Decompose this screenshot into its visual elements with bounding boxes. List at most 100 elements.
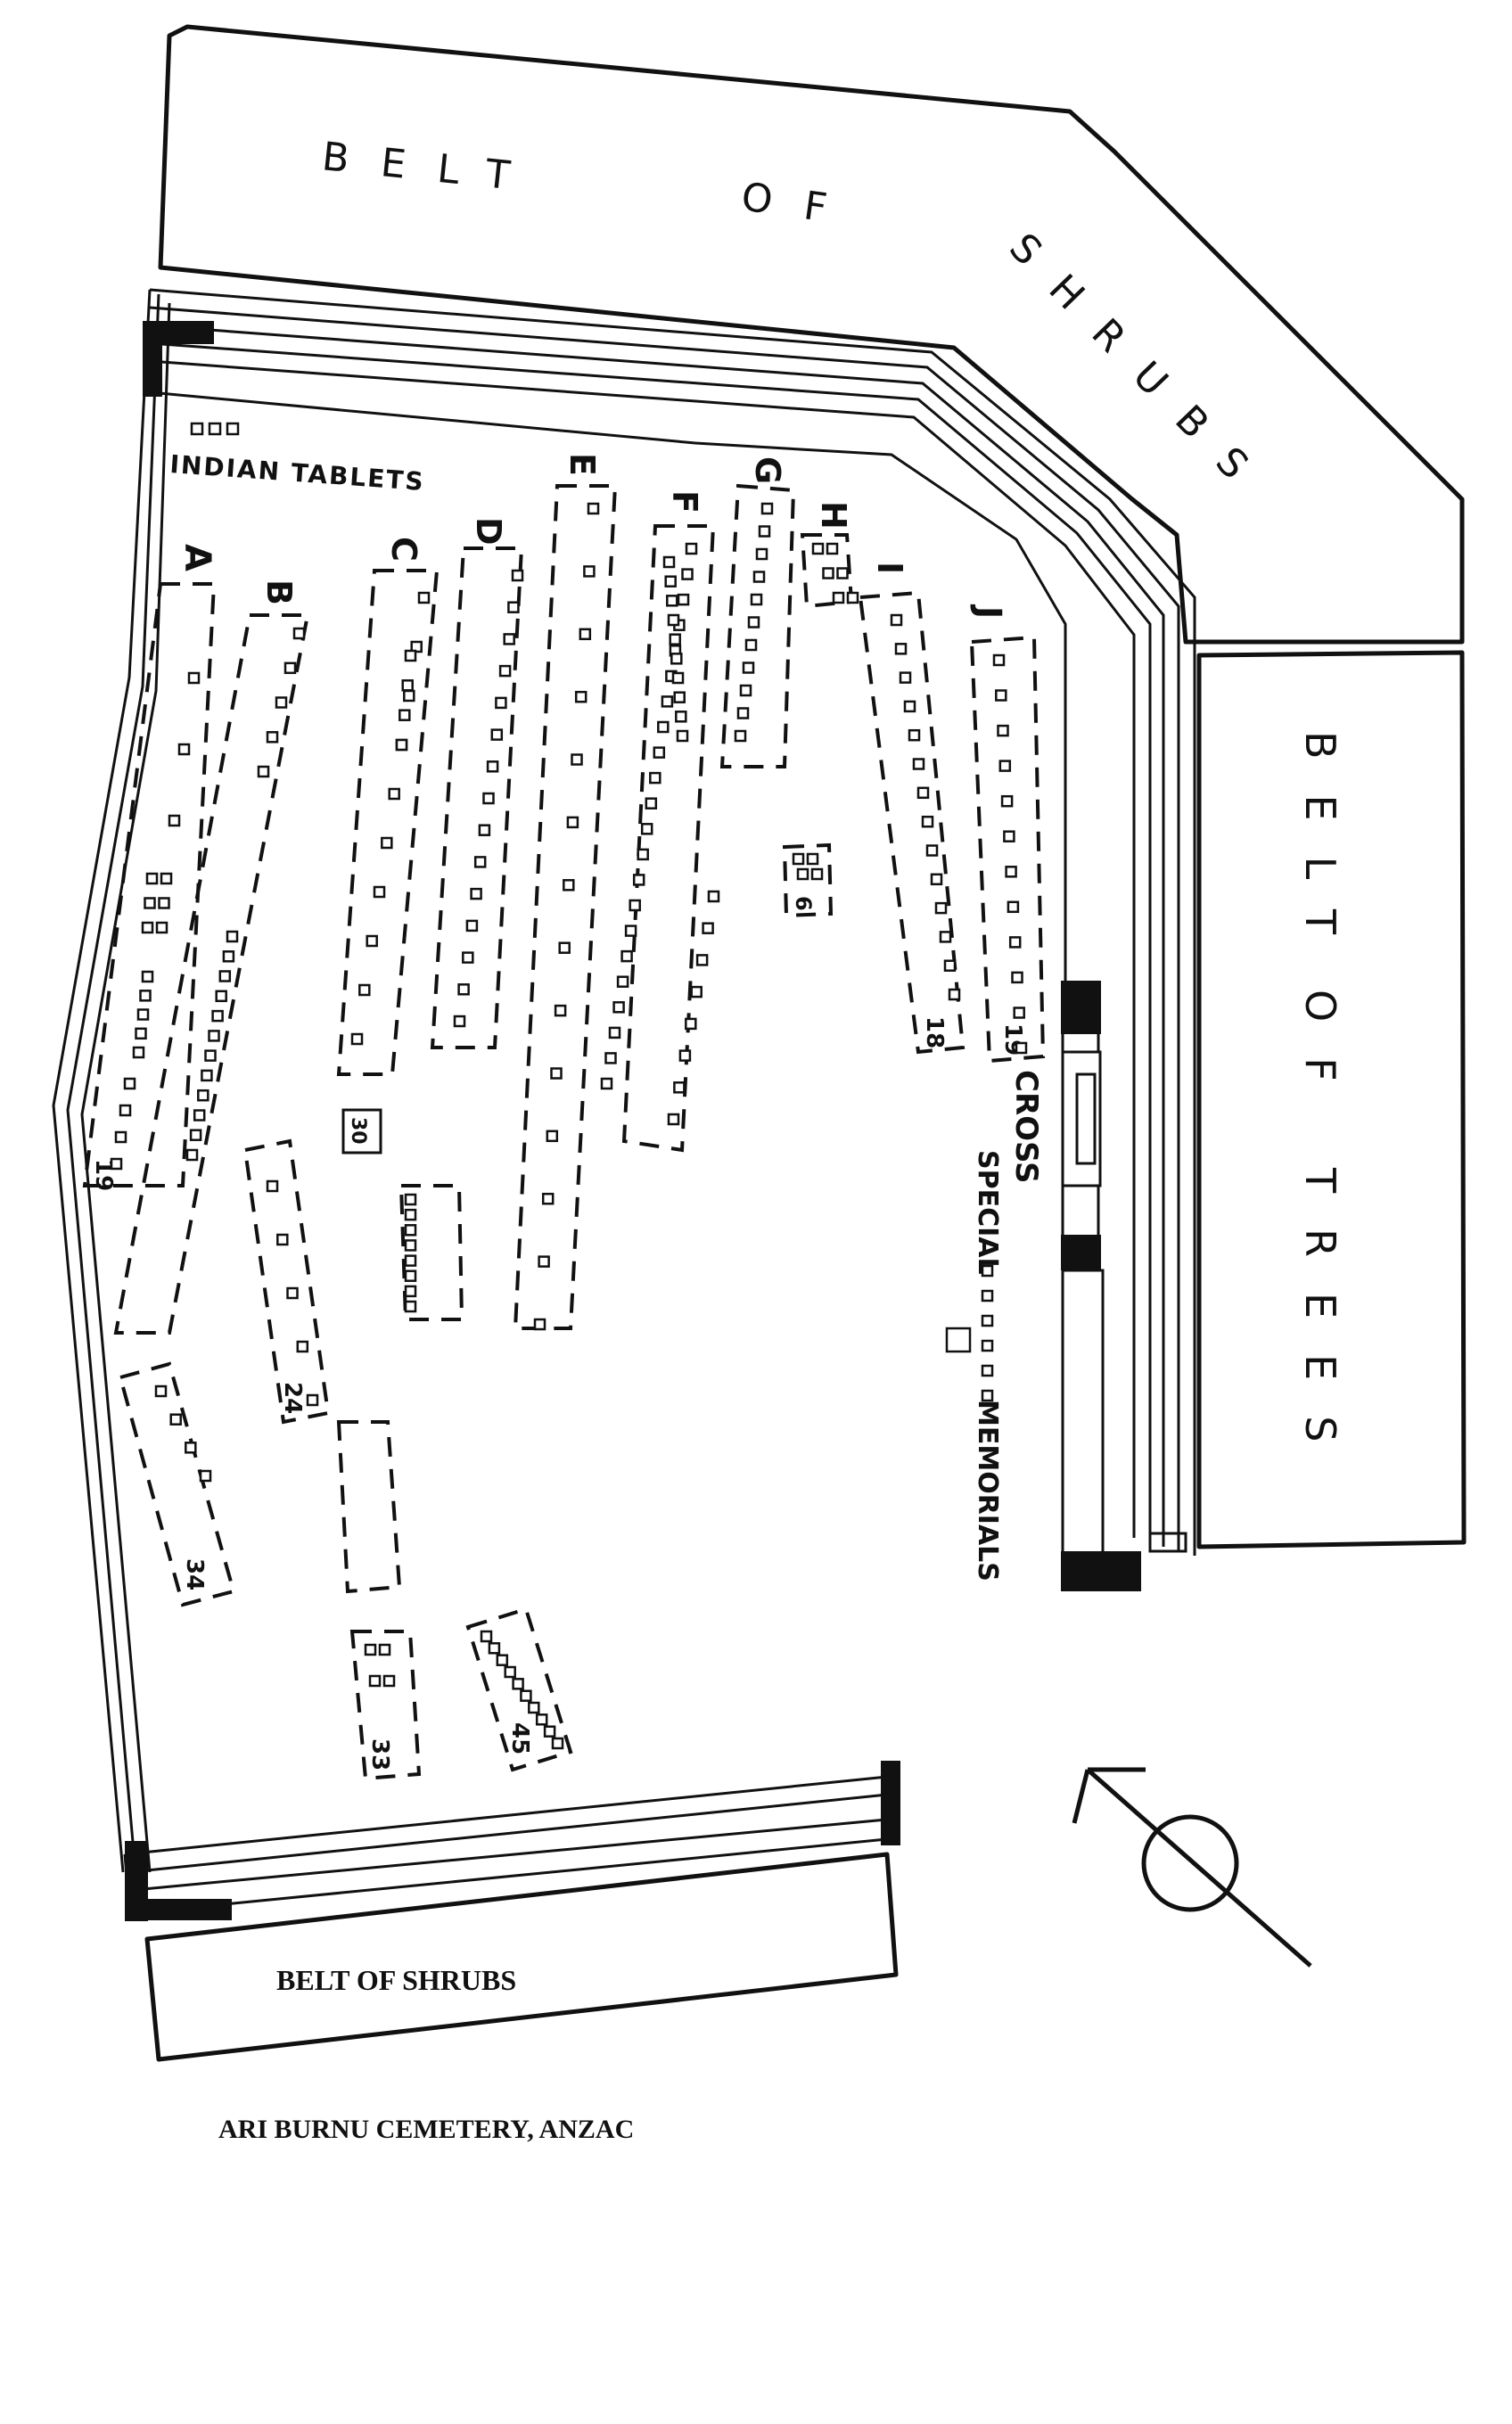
grave-row-c: C: [336, 537, 440, 1076]
headstone: [208, 1030, 220, 1042]
headstone: [498, 664, 512, 678]
headstone: [695, 954, 709, 966]
row-j-letter: J: [969, 604, 1008, 619]
headstone: [1011, 971, 1023, 984]
headstone: [135, 1027, 147, 1040]
headstone: [760, 502, 774, 515]
cross-label: CROSS: [1008, 1070, 1044, 1183]
headstone: [600, 1077, 613, 1090]
headstone: [1003, 830, 1015, 842]
headstone: [193, 1109, 206, 1122]
headstone: [690, 985, 703, 998]
headstone: [495, 696, 507, 710]
headstone: [792, 852, 805, 866]
headstone: [395, 738, 408, 752]
row-b-count: 24: [279, 1382, 306, 1414]
headstone: [381, 836, 393, 850]
plot-45-count: 45: [506, 1722, 533, 1754]
headstone: [666, 595, 678, 607]
top-shrub-belt: BELT OF SHRUBS: [158, 24, 1465, 645]
headstone: [925, 844, 939, 857]
headstone: [620, 949, 633, 963]
headstone: [669, 633, 681, 645]
headstone: [465, 919, 479, 933]
headstone: [681, 568, 694, 580]
headstone: [558, 941, 571, 954]
headstone: [168, 814, 181, 827]
headstone: [132, 1046, 145, 1059]
special-memorials: SPECIAL MEMORIALS: [945, 1150, 1003, 1582]
headstone: [119, 1104, 132, 1117]
headstone: [185, 1148, 199, 1162]
headstone: [916, 786, 930, 800]
headstone: [266, 1179, 279, 1193]
headstone: [504, 1665, 516, 1679]
headstone: [832, 591, 845, 604]
headstone: [533, 1318, 546, 1331]
right-belt-word-1: BELT: [1296, 731, 1344, 970]
headstone: [744, 638, 758, 652]
headstone: [629, 899, 641, 912]
headstone: [404, 649, 417, 662]
headstone: [512, 1678, 524, 1690]
headstone: [908, 728, 921, 742]
headstone: [226, 930, 239, 943]
headstone: [670, 653, 683, 665]
headstone: [667, 613, 680, 627]
headstone: [899, 671, 912, 684]
headstone: [822, 567, 834, 579]
headstone: [139, 990, 152, 1002]
indian-tablets-label: INDIAN TABLETS: [169, 449, 426, 497]
plot-mid-rect: [399, 1184, 464, 1321]
headstone: [810, 867, 824, 881]
headstone: [796, 867, 809, 881]
headstone: [667, 1113, 680, 1126]
headstone: [306, 1393, 319, 1407]
cross: CROSS: [1008, 1070, 1044, 1183]
plot-6: 6: [782, 842, 834, 918]
grave-row-e: E: [513, 453, 618, 1330]
plot-34-count: 34: [181, 1558, 208, 1590]
headstone: [675, 711, 687, 723]
headstone: [632, 874, 645, 886]
headstone: [257, 765, 270, 778]
grave-row-g: G: [719, 456, 796, 768]
headstone: [673, 691, 686, 703]
row-h-letter: H: [814, 501, 853, 530]
headstone: [204, 1049, 217, 1062]
headstone: [981, 1364, 994, 1377]
boundary-walls: [52, 288, 1196, 1921]
right-belt-word-2: OF: [1296, 990, 1344, 1117]
headstone: [1000, 794, 1014, 808]
headstone: [579, 628, 592, 641]
headstone: [364, 1643, 377, 1656]
headstone: [645, 797, 658, 809]
headstone: [752, 571, 766, 583]
headstone: [707, 890, 720, 903]
headstone: [894, 643, 908, 655]
headstone: [981, 1389, 994, 1402]
headstone: [404, 1239, 417, 1252]
headstone: [806, 852, 819, 866]
headstone: [662, 555, 676, 569]
headstone: [685, 1017, 697, 1031]
headstone: [653, 746, 666, 759]
headstone: [177, 743, 191, 756]
headstone: [169, 1413, 182, 1426]
top-belt-word-1: BELT: [320, 134, 544, 202]
headstone: [528, 1701, 540, 1714]
headstone: [981, 1289, 994, 1302]
headstone: [736, 707, 750, 719]
headstone: [189, 1129, 202, 1141]
headstone: [218, 970, 232, 982]
headstone: [292, 627, 306, 640]
headstone: [123, 1077, 136, 1090]
headstone: [160, 872, 173, 885]
headstone: [616, 975, 629, 988]
headstone: [535, 1713, 548, 1726]
headstone: [197, 1089, 210, 1102]
headstone: [404, 1224, 417, 1237]
bottom-shrub-belt: BELT OF SHRUBS: [144, 1852, 899, 2062]
headstone: [266, 731, 279, 744]
headstone: [482, 792, 495, 805]
